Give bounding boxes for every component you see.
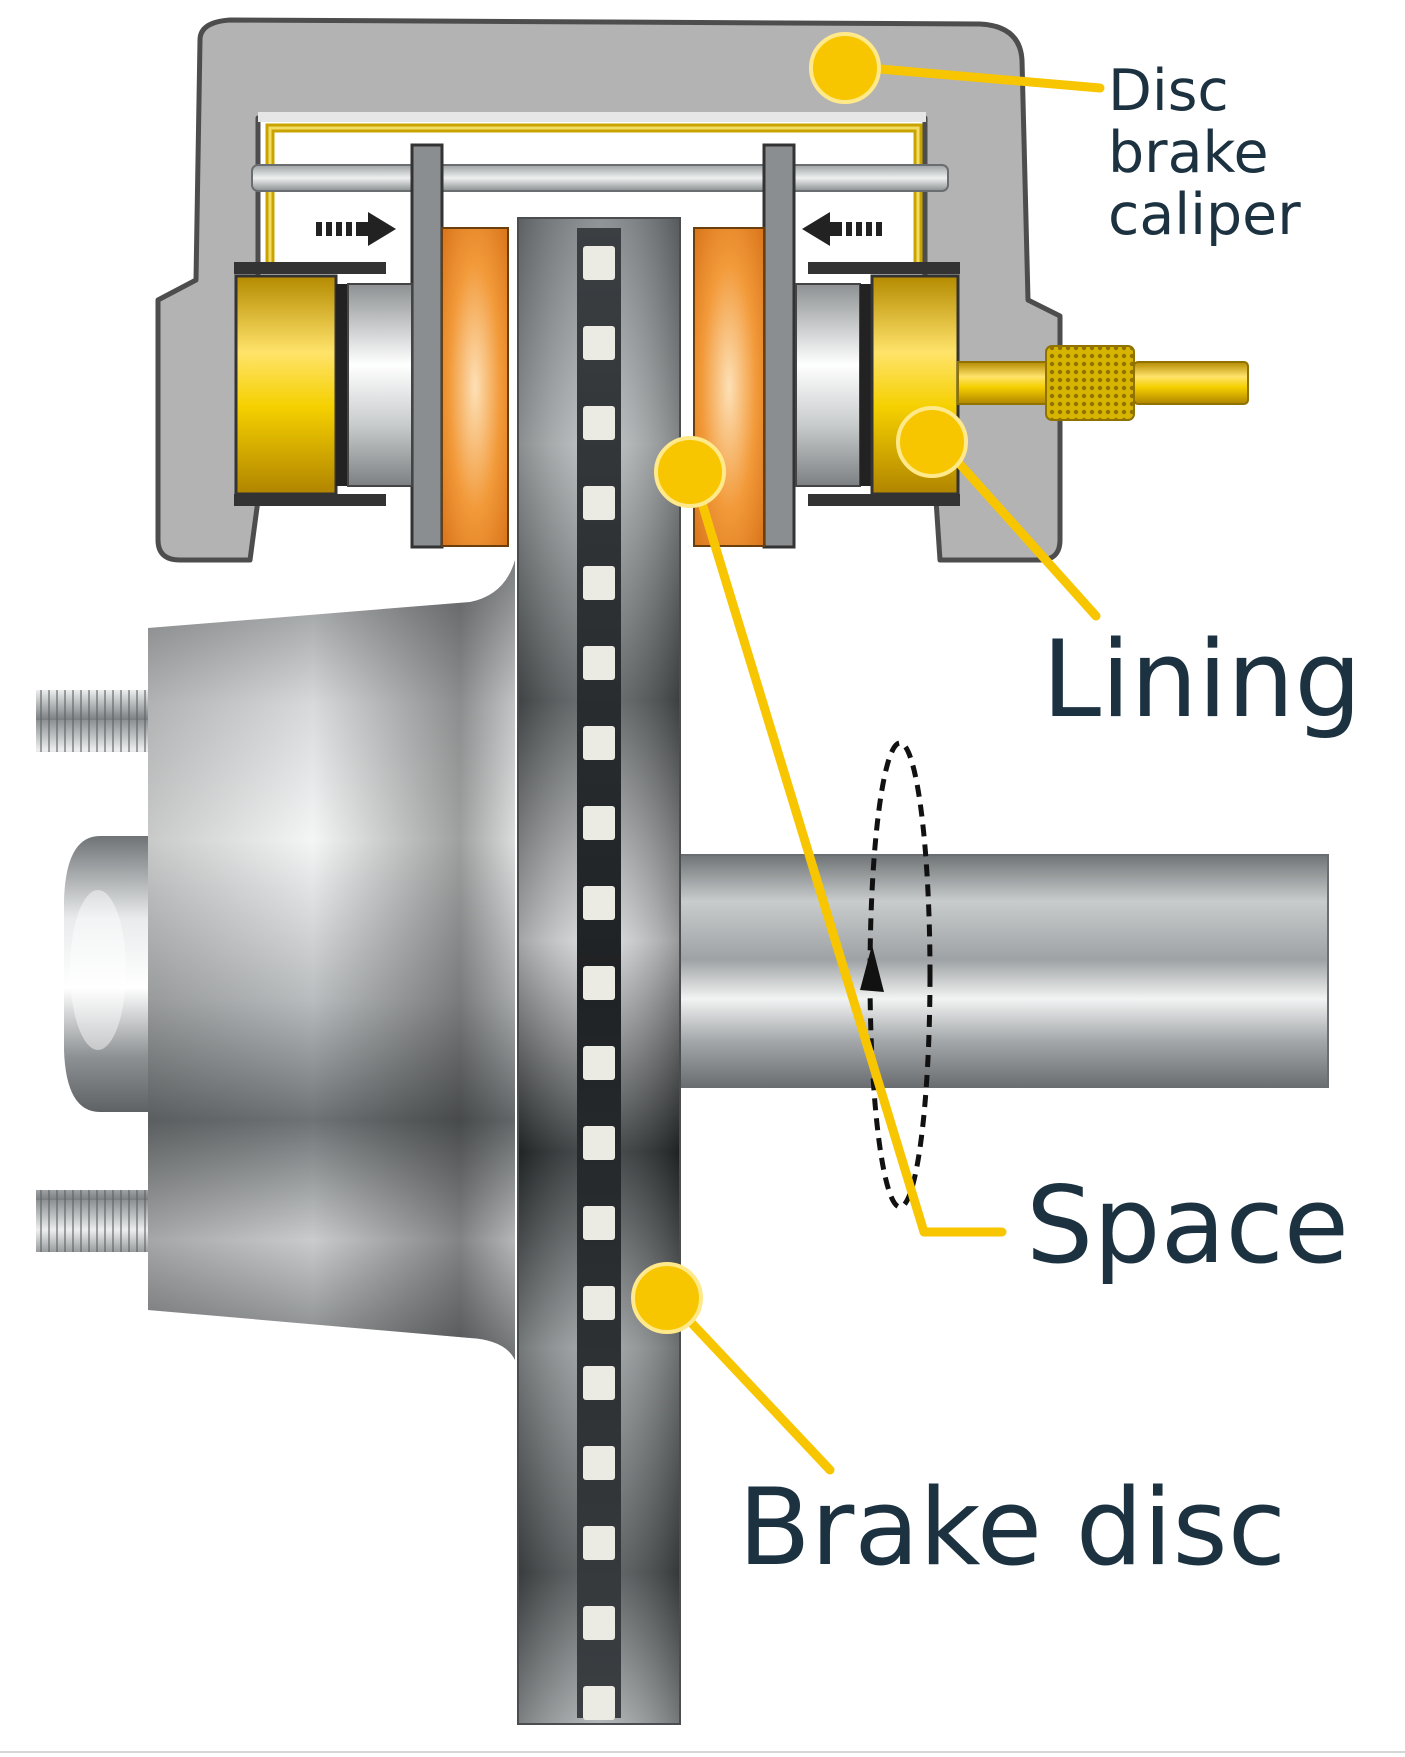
label-disc-brake-caliper: Disc brake caliper: [1108, 60, 1301, 246]
vent-hole: [583, 486, 615, 520]
brake-pad-left: [410, 143, 509, 549]
vent-hole: [583, 1526, 615, 1560]
dashed-arrow-icon: [802, 212, 882, 246]
vent-hole: [583, 726, 615, 760]
label-caliper-line3: caliper: [1108, 182, 1301, 248]
brake-pad-right: [693, 143, 796, 549]
label-caliper-line1: Disc: [1108, 58, 1229, 124]
wheel-hub: [36, 560, 515, 1360]
vent-hole: [583, 886, 615, 920]
vent-hole: [583, 1446, 615, 1480]
vent-hole: [583, 646, 615, 680]
label-caliper-line2: brake: [1108, 120, 1269, 186]
vent-hole: [583, 1206, 615, 1240]
piston-right: [795, 262, 960, 506]
piston-left: [234, 262, 413, 506]
axle-shaft: [675, 854, 1329, 1088]
vent-hole: [583, 1606, 615, 1640]
label-brake-disc: Brake disc: [738, 1466, 1287, 1589]
vent-hole: [583, 326, 615, 360]
dashed-arrow-icon: [316, 212, 396, 246]
vent-hole: [583, 1126, 615, 1160]
vent-hole: [583, 806, 615, 840]
bottom-divider: [0, 1751, 1405, 1753]
vent-hole: [583, 1686, 615, 1720]
label-space: Space: [1026, 1164, 1350, 1287]
vent-hole: [583, 1046, 615, 1080]
bleed-screw: [957, 345, 1249, 421]
vent-hole: [583, 566, 615, 600]
vent-hole: [583, 1286, 615, 1320]
callout-dot-lining: [896, 406, 968, 478]
vent-hole: [583, 246, 615, 280]
label-lining: Lining: [1042, 618, 1362, 741]
vent-hole: [583, 1366, 615, 1400]
brake-disc: [517, 217, 681, 1725]
callout-lines: [663, 61, 1105, 1475]
vent-hole: [583, 406, 615, 440]
callout-dot-space: [654, 436, 726, 508]
callout-dot-caliper: [809, 32, 881, 104]
vent-hole: [583, 966, 615, 1000]
disc-vent-holes: [583, 246, 615, 1720]
rotation-arrow-icon: [860, 740, 933, 1210]
guide-rod: [251, 164, 949, 192]
callout-dot-brake-disc: [631, 1262, 703, 1334]
